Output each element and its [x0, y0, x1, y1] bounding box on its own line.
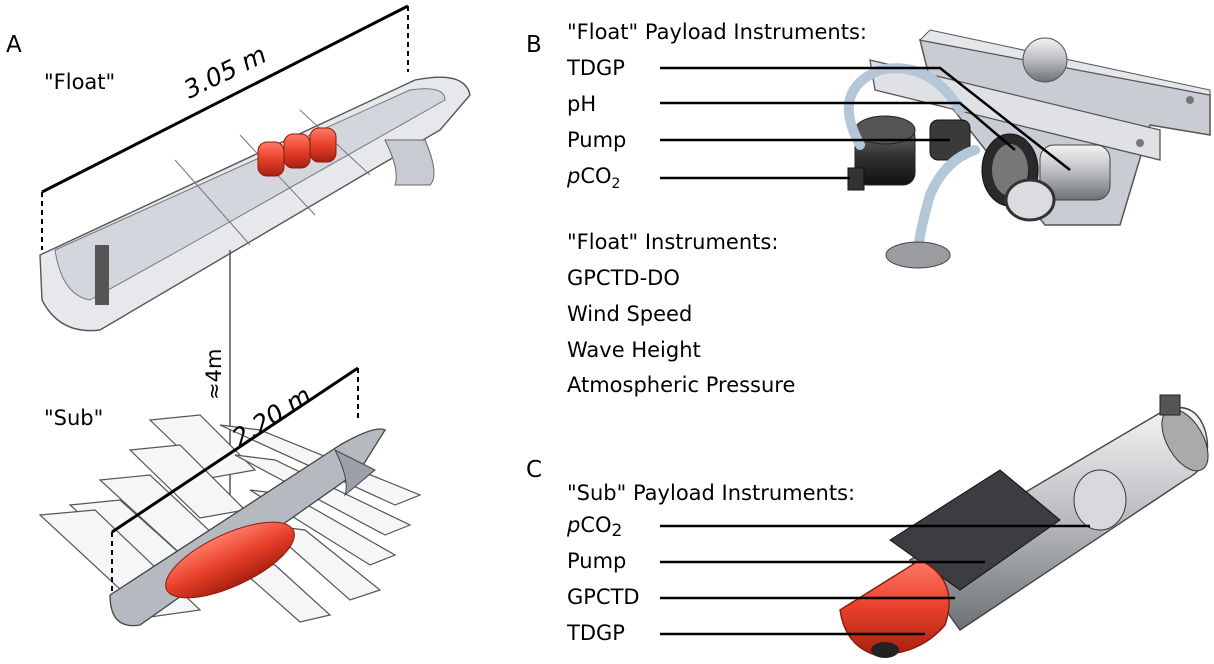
pco2-prefix: p — [567, 164, 581, 188]
pco2-base: CO — [580, 513, 612, 537]
tether-length-label: ≈4m — [202, 348, 226, 400]
float-callouts — [660, 66, 1071, 180]
pco2-subscript: 2 — [611, 176, 621, 193]
sub-nose-cone — [839, 559, 950, 656]
float-payload-assembly — [843, 29, 1211, 269]
float-instrument-gpctd-do: GPCTD-DO — [567, 266, 680, 290]
float-instrument-wave-height: Wave Height — [567, 338, 701, 362]
sub-payload-item-tdgp: TDGP — [567, 621, 625, 645]
float-instrument-atmospheric-pressure: Atmospheric Pressure — [567, 373, 796, 397]
sub-fin — [333, 448, 376, 497]
float-payload-heading: "Float" Payload Instruments: — [567, 20, 867, 44]
pco2-sensor-float — [847, 115, 916, 191]
float-payload-item-pco2: pCO2 — [567, 164, 621, 193]
sub-callouts — [660, 524, 1090, 636]
sub-payload-item-gpctd: GPCTD — [567, 585, 640, 609]
panel-label-b: B — [526, 32, 542, 58]
float-vehicle — [39, 76, 471, 332]
float-keel — [384, 139, 435, 186]
float-payload-item-ph: pH — [567, 92, 597, 116]
panel-label-c: C — [526, 457, 543, 483]
pco2-base: CO — [580, 164, 612, 188]
float-dimension — [41, 4, 409, 250]
sub-label: "Sub" — [44, 406, 104, 430]
float-payload-red — [257, 127, 337, 177]
water-tubing — [843, 63, 980, 255]
pco2-subscript: 2 — [611, 521, 623, 541]
float-instruments-heading: "Float" Instruments: — [567, 230, 779, 254]
sub-payload-red — [165, 521, 295, 599]
pco2-prefix: p — [567, 513, 581, 537]
sub-payload-item-pump: Pump — [567, 549, 627, 573]
float-mast — [95, 245, 109, 305]
float-payload-item-tdgp: TDGP — [567, 56, 625, 80]
panel-label-a: A — [6, 32, 22, 58]
float-deck — [54, 88, 446, 301]
sub-payload-heading: "Sub" Payload Instruments: — [567, 481, 856, 505]
sub-vehicle — [38, 414, 422, 627]
float-payload-item-pump: Pump — [567, 128, 627, 152]
sub-payload-assembly — [839, 394, 1209, 658]
sub-payload-item-pco2: pCO2 — [567, 513, 622, 540]
float-instrument-wind-speed: Wind Speed — [567, 302, 693, 326]
sub-dimension — [111, 366, 359, 595]
tubing-inlet — [885, 241, 951, 269]
float-label: "Float" — [44, 70, 116, 94]
